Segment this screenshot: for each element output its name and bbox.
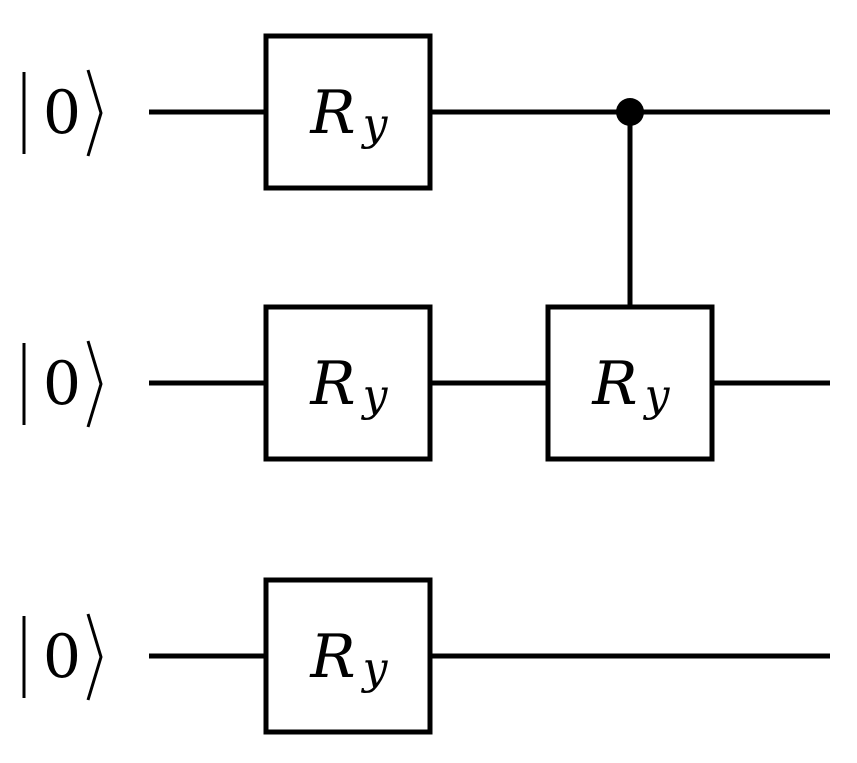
- ket-label-0: 0: [22, 69, 103, 157]
- gate-box: [263, 577, 433, 735]
- control-dot: [616, 98, 644, 126]
- ket-label-1: 0: [22, 340, 103, 428]
- gate-subscript: y: [361, 99, 389, 150]
- gate-subscript: y: [361, 643, 389, 694]
- ket-state: 0: [43, 622, 81, 692]
- ket-label-2: 0: [22, 613, 103, 701]
- gate-box: [263, 304, 433, 462]
- gate-box: [263, 33, 433, 191]
- ket-angle: [86, 69, 103, 157]
- ket-angle: [86, 340, 103, 428]
- ket-state: 0: [43, 349, 81, 419]
- gate-symbol: R: [309, 622, 355, 692]
- ket-state: 0: [43, 78, 81, 148]
- gate-box: [545, 304, 715, 462]
- gate-symbol: R: [309, 349, 355, 419]
- gate-symbol: R: [591, 349, 637, 419]
- ket-angle: [86, 613, 103, 701]
- gate-symbol: R: [309, 78, 355, 148]
- gate-subscript: y: [643, 370, 671, 421]
- gate-subscript: y: [361, 370, 389, 421]
